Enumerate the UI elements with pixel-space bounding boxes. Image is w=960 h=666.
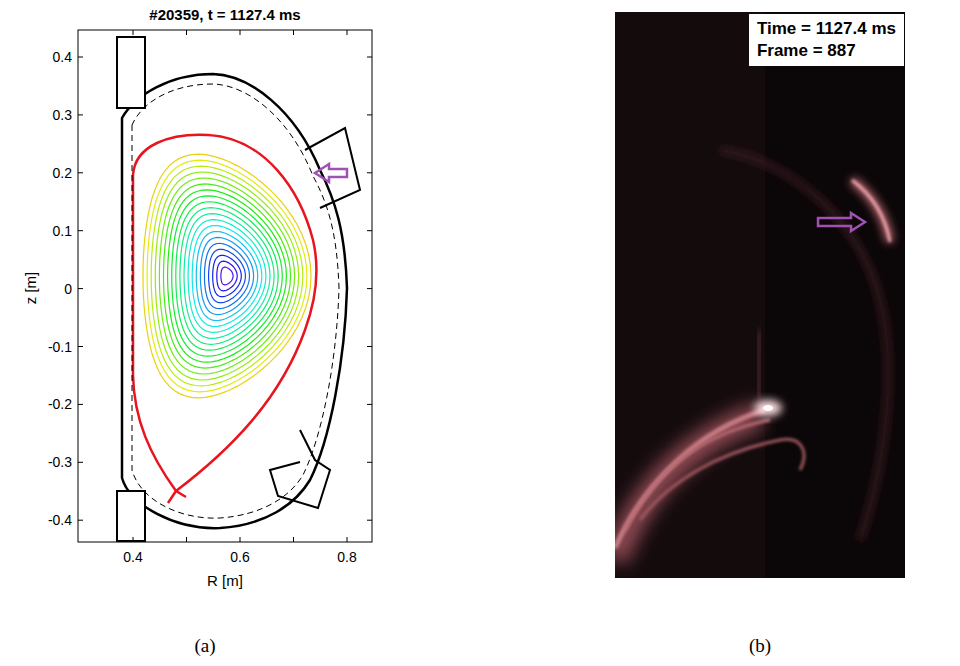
panel-label: (a) [194,636,215,655]
tick-mark [240,30,241,35]
axis-ticks [78,30,372,542]
tick-label: -0.3 [48,455,72,469]
flux-contours [143,154,311,398]
tick-label: 0.2 [53,166,72,180]
flux-contour [205,243,250,308]
tick-mark [186,30,187,35]
coil-block [117,37,145,108]
tick-mark [78,346,83,347]
tick-mark [78,462,83,463]
axes-box [78,30,372,542]
tick-mark [78,114,83,115]
tick-mark [78,230,83,231]
coil-block [117,491,145,541]
tick-label: 0.3 [53,108,72,122]
tick-label: 0.8 [337,550,356,564]
tick-mark [367,404,372,405]
tick-mark [367,57,372,58]
tick-mark [78,288,83,289]
flux-contour [143,154,311,398]
pointer-arrow [818,213,865,231]
flux-contour [147,160,307,392]
pointer-arrow [315,164,347,182]
tick-label: 0.4 [53,50,72,64]
flux-contour [155,172,298,380]
flux-contour [164,184,291,368]
flux-contour [184,214,270,339]
flux-contour [213,255,242,296]
tick-mark [78,520,83,521]
tick-label: 0.6 [230,550,249,564]
tick-mark [78,57,83,58]
tick-mark [293,30,294,35]
tick-mark [78,172,83,173]
flux-contour [151,166,303,386]
flux-contour [180,208,274,345]
flux-contour [176,202,278,350]
tick-label: -0.4 [48,513,72,527]
plot-title: #20359, t = 1127.4 ms [149,7,300,22]
tick-mark [133,30,134,35]
time-stamp-text: Frame = 887 [757,40,896,62]
flux-contour [168,190,287,362]
flux-contour [192,226,262,327]
tick-mark [133,537,134,542]
flux-contour [200,237,253,314]
tick-mark [78,404,83,405]
flux-contour [159,178,294,374]
tick-mark [347,30,348,35]
tick-mark [367,520,372,521]
tick-mark [367,230,372,231]
tick-label: -0.1 [48,340,72,354]
axis-label: z [m] [23,272,38,305]
panel-label: (b) [749,636,771,655]
tick-mark [367,288,372,289]
tick-mark [240,537,241,542]
separatrix [133,135,316,503]
flux-contour [188,220,266,333]
tick-label: 0 [64,282,72,296]
port [305,128,360,208]
tick-label: 0.4 [123,550,142,564]
axis-label: R [m] [207,573,243,588]
tick-mark [347,537,348,542]
camera-frame [615,12,905,578]
tick-mark [186,537,187,542]
flux-contour [209,249,246,302]
port [270,430,330,508]
tick-mark [367,346,372,347]
flux-contour [217,261,237,291]
tick-mark [367,172,372,173]
flux-contour [221,267,233,285]
tick-label: -0.2 [48,397,72,411]
flux-contour [196,232,257,321]
tick-mark [293,537,294,542]
vessel-wall [122,74,347,528]
flux-contour [172,196,283,356]
time-stamp-text: Time = 1127.4 ms [757,18,896,40]
tick-label: 0.1 [53,224,72,238]
tick-mark [367,114,372,115]
tick-mark [367,462,372,463]
time-stamp-box: Time = 1127.4 msFrame = 887 [749,14,904,66]
